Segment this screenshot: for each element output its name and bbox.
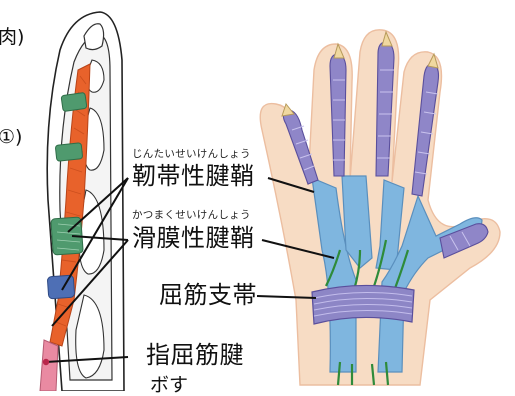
label-ligamentous-sheath-furigana: じんたいせいけんしょう [132, 149, 251, 160]
synovial-sheath-section [47, 275, 74, 299]
label-flexor-tendon: 指屈筋腱 [146, 343, 244, 367]
label-synovial-sheath: 滑膜性腱鞘 [132, 226, 255, 250]
ligament-sheath-2 [55, 143, 83, 162]
tendon-tip-pink [40, 340, 58, 391]
cropped-text-bottom: ボす [150, 376, 188, 395]
tendon-marker-dot [43, 359, 49, 365]
cropped-text-middle-right: ①) [0, 128, 22, 147]
finger-section-illustration [40, 12, 124, 391]
label-synovial-sheath-furigana: かつまくせいけんしょう [132, 210, 251, 221]
cropped-text-top-right: 肉) [0, 28, 24, 47]
label-flexor-retinaculum: 屈筋支帯 [159, 283, 257, 307]
ligament-sheath-1 [61, 92, 87, 111]
palm-illustration [260, 30, 500, 385]
label-ligamentous-sheath: 靭帯性腱鞘 [132, 164, 255, 188]
